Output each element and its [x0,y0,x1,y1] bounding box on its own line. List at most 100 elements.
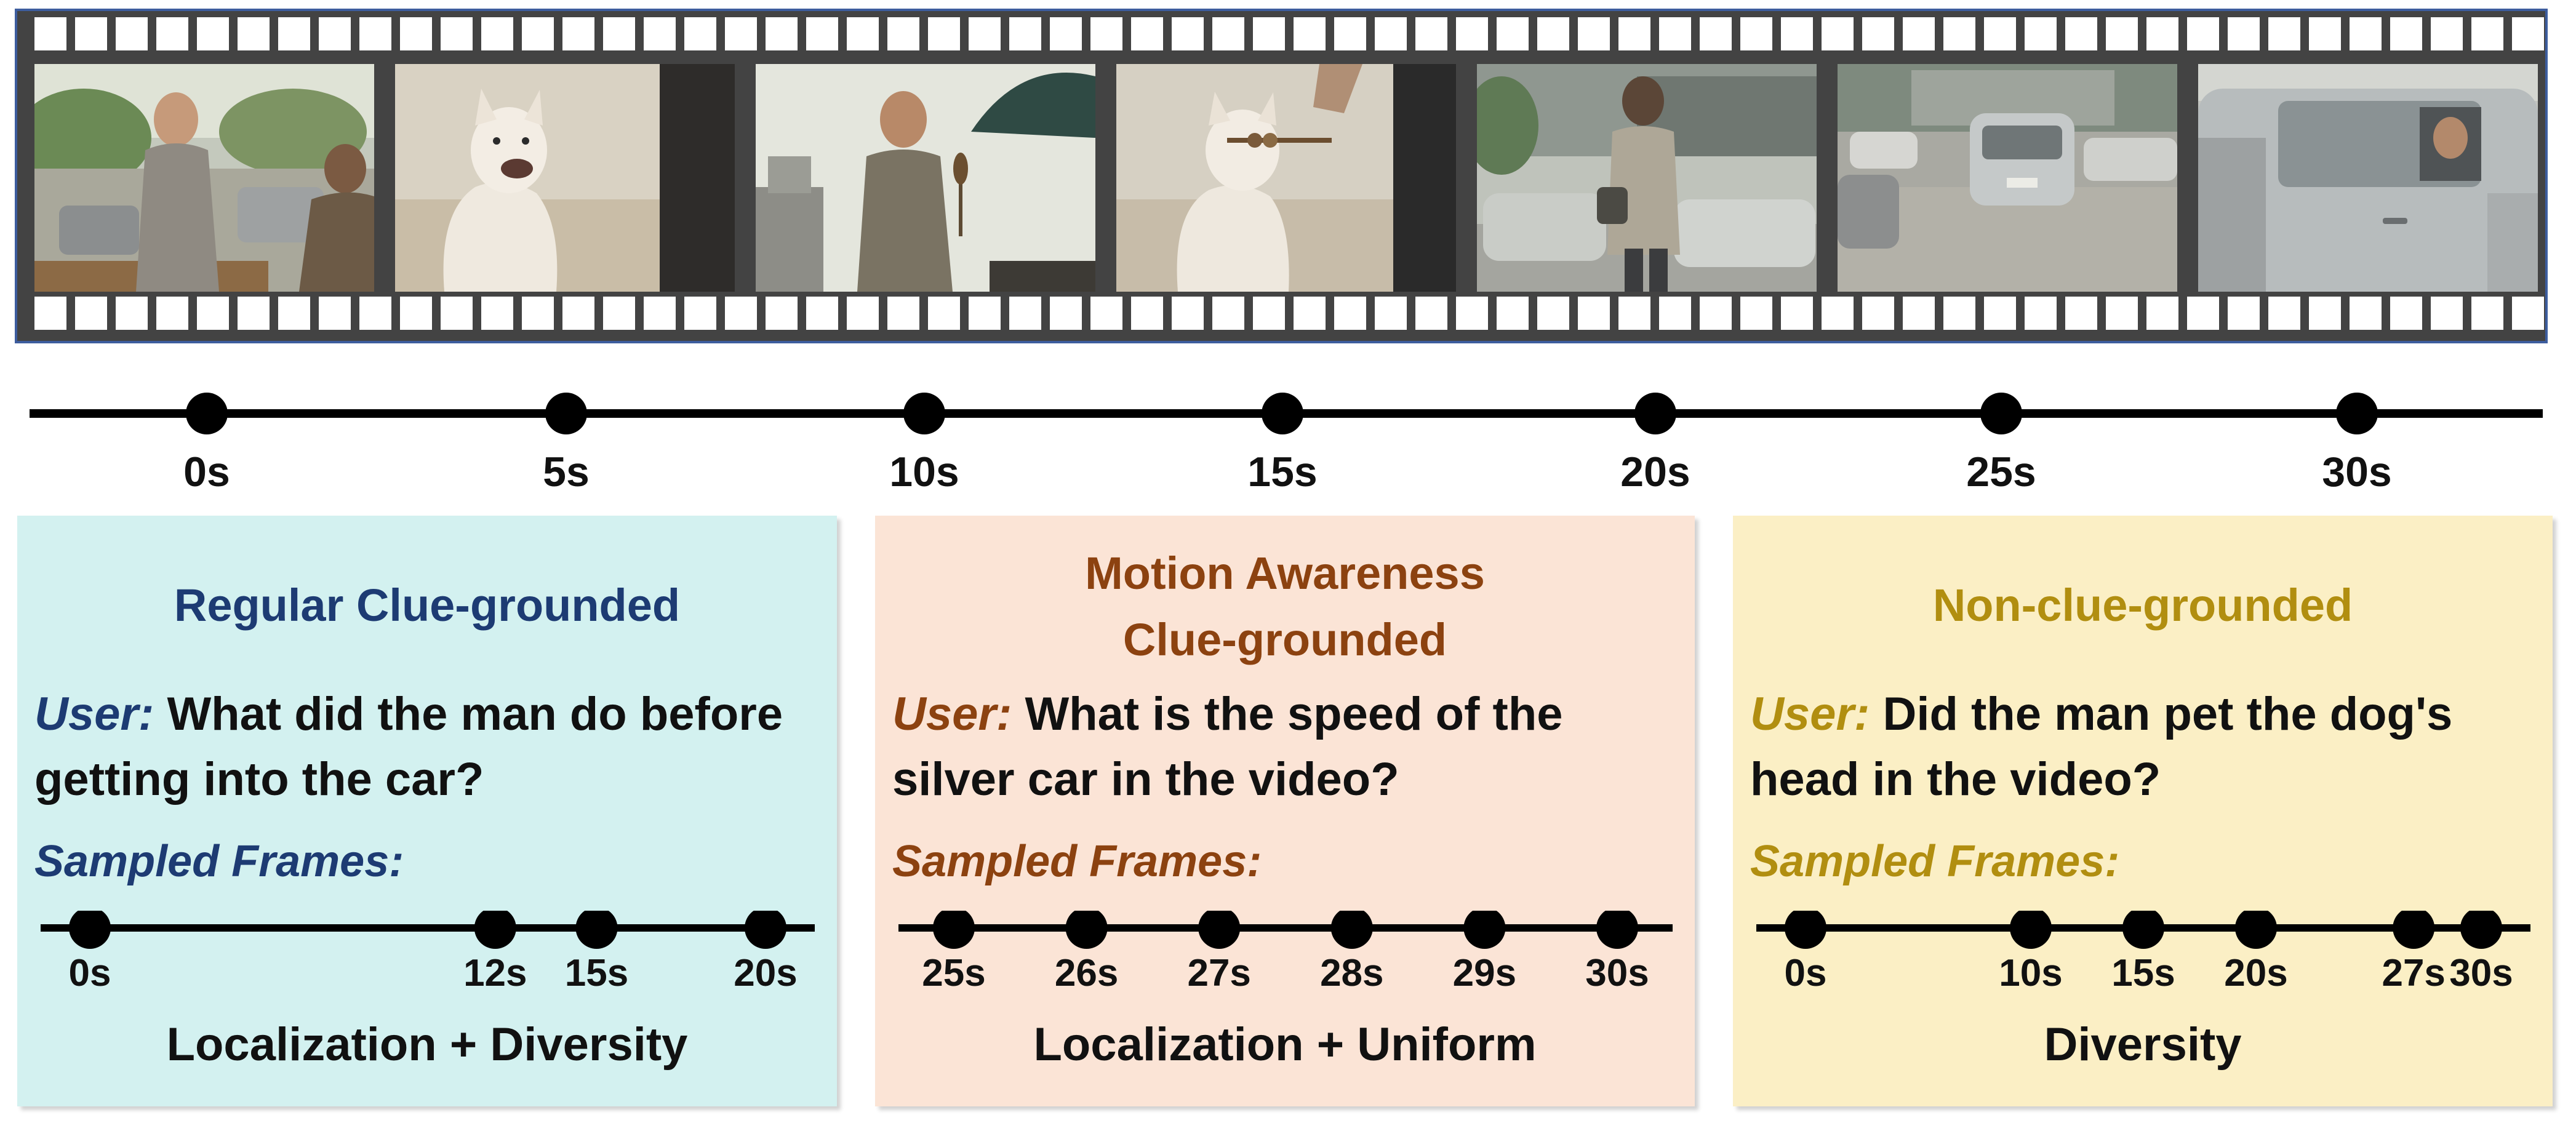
film-perforation [1253,297,1285,330]
film-perforation [400,17,432,50]
question-text: What did the man do before getting into … [34,688,783,805]
film-perforation [481,297,513,330]
frame-man-in-car [2198,64,2538,292]
film-perforation [644,297,676,330]
film-perforation [1415,297,1447,330]
sampled-frame-marker [2122,911,2164,949]
film-perforation [1334,297,1366,330]
timeline-marker [2336,393,2378,434]
user-label: User: [892,688,1012,740]
film-perforation [1578,297,1610,330]
film-perforation [2350,297,2382,330]
film-perforation [766,297,798,330]
film-perforations-bottom [17,297,2545,335]
film-perforation [1334,17,1366,50]
panel-motion-awareness-clue-grounded: Motion Awareness Clue-grounded User: Wha… [875,516,1695,1106]
film-perforation [1984,17,2016,50]
panel-non-clue-grounded: Non-clue-grounded User: Did the man pet … [1733,516,2553,1106]
film-perforation [928,17,960,50]
film-perforation [1294,17,1326,50]
film-perforation [1131,17,1163,50]
film-perforation [1172,17,1204,50]
panel-title-line-2: Clue-grounded [1122,614,1447,665]
film-perforation [1618,17,1650,50]
film-perforation [2512,17,2544,50]
film-perforation [2309,17,2341,50]
sampling-strategy: Localization + Diversity [166,1018,688,1071]
user-question: User: What did the man do before getting… [34,682,828,812]
sampled-frame-marker [575,911,618,949]
film-perforation [725,297,757,330]
timeline-marker [903,393,945,434]
film-perforation [238,17,270,50]
sampled-frame-marker [745,911,786,949]
film-perforation [2065,17,2097,50]
sampled-frame-marker [1463,911,1506,949]
frame-man-with-umbrella-and-skewer [756,64,1095,292]
timeline-marker [1634,393,1676,434]
film-perforation [34,17,66,50]
sampled-frames-label: Sampled Frames: [892,837,1262,886]
film-strip [15,9,2548,343]
film-perforation [644,17,676,50]
film-perforation [1781,17,1813,50]
film-perforation [481,17,513,50]
sampled-frames-label: Sampled Frames: [1750,837,2120,886]
film-perforation [1090,297,1122,330]
film-perforations-top [17,17,2545,55]
film-perforation [2471,17,2503,50]
sampled-frame-marker [1330,911,1373,949]
sampled-frame-marker [933,911,975,949]
film-perforation [1009,17,1041,50]
film-perforation [2390,17,2422,50]
sampled-frame-label: 26s [1055,952,1118,991]
film-perforation [1050,297,1082,330]
film-perforation [197,297,229,330]
film-perforation [1578,17,1610,50]
film-perforation [197,17,229,50]
user-question: User: What is the speed of the silver ca… [892,682,1686,812]
sampled-frame-label: 29s [1453,952,1516,991]
sampled-frame-label: 27s [2382,952,2445,991]
film-perforation [1943,17,1975,50]
film-perforation [684,17,716,50]
sampling-strategy: Localization + Uniform [1033,1018,1537,1071]
sampled-frames-label: Sampled Frames: [34,837,404,886]
film-perforation [1862,17,1894,50]
timeline-tick-label: 0s [183,449,230,495]
film-perforation [847,297,879,330]
sampled-frame-label: 28s [1320,952,1383,991]
film-perforation [562,297,594,330]
film-perforation [1090,17,1122,50]
sampled-frame-marker [2460,911,2502,949]
film-perforation [1415,17,1447,50]
sampled-frame-marker [69,911,111,949]
film-perforation [1497,297,1529,330]
sampled-frame-label: 0s [69,952,111,991]
film-perforation [1375,17,1407,50]
film-perforation [1740,17,1772,50]
film-perforation [1212,17,1244,50]
film-perforation [1212,297,1244,330]
user-label: User: [34,688,154,740]
film-perforation [2512,297,2544,330]
film-perforation [2431,17,2463,50]
sampled-frame-marker [2393,911,2435,949]
timeline-tick-label: 10s [889,449,959,495]
frame-man-at-market [34,64,374,292]
film-perforation [2106,17,2138,50]
film-perforation [2025,297,2057,330]
timeline-marker [1262,393,1303,434]
panel-title: Regular Clue-grounded [174,580,681,631]
film-perforation [238,297,270,330]
timeline-marker [545,393,587,434]
sampled-frame-label: 30s [1585,952,1649,991]
film-perforation [2390,297,2422,330]
film-perforation [1984,297,2016,330]
film-perforation [34,297,66,330]
panel-title-line-1: Motion Awareness [1085,548,1485,599]
timeline-marker [186,393,228,434]
film-perforation [1700,17,1732,50]
